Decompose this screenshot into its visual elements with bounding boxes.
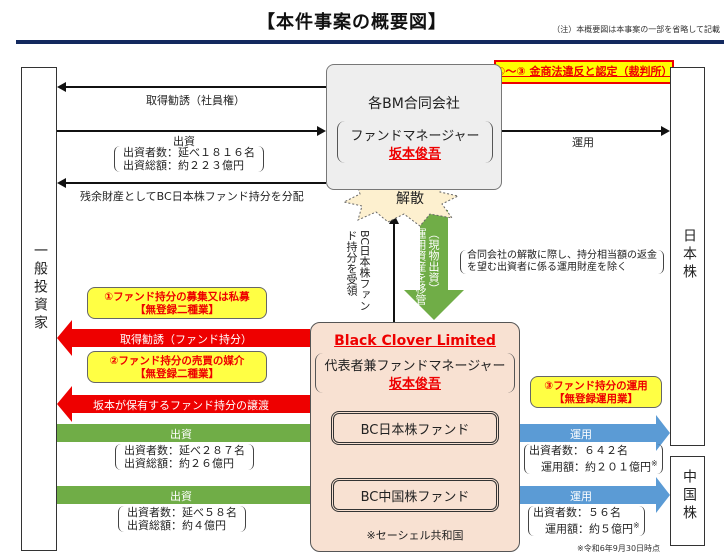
green-arrow-2-details: 出資者数：延べ５８名 出資総額：約４億円	[118, 506, 246, 532]
green-arrow-2-title: 出資	[170, 490, 192, 503]
blue-arrow-2-investors: 出資者数：５６名	[533, 506, 621, 519]
green-arrow-1-total: 出資総額：約２６億円	[124, 457, 234, 470]
bm-investment-title: 出資	[173, 135, 195, 148]
distribution-label: 残余財産としてBC日本株ファンド持分を分配	[80, 190, 304, 203]
investor-label: 一般投資家	[32, 243, 48, 333]
page-title: 【本件事案の概要図】	[0, 8, 724, 34]
green-arrow-1	[57, 415, 330, 451]
blue-arrow-1-amount: 運用額：約２０１億円	[541, 460, 651, 474]
investor-box: 一般投資家	[21, 67, 57, 551]
japan-stocks-box: 日本株	[670, 67, 705, 446]
transfer-note-line1: 合同会社の解散に際し、持分相当額の返金	[467, 250, 657, 261]
page-title-text: 【本件事案の概要図】	[257, 12, 447, 33]
blue-arrow-1-mark: ※	[651, 459, 658, 468]
callout-2-line1: ②ファンド持分の売買の媒介	[109, 355, 245, 367]
blue-arrow-2-details: 出資者数：５６名 運用額：約５億円※	[528, 506, 645, 536]
blue-arrow-1-details: 出資者数：６４２名 運用額：約２０１億円※	[524, 444, 663, 474]
blue-arrow-2-mark: ※	[633, 521, 640, 530]
callout-1-line1: ①ファンド持分の募集又は私募	[104, 291, 250, 303]
header-note: （注）本概要図は本事案の一部を省略して記載	[552, 25, 720, 34]
bc-fund-manager-name: 坂本俊吾	[388, 377, 441, 392]
distribution-arrow	[57, 178, 326, 188]
china-stocks-label: 中国株	[681, 469, 697, 523]
green-arrow-2-investors: 出資者数：延べ５８名	[127, 506, 237, 519]
red-arrow-2-label: 坂本が保有するファンド持分の譲渡	[93, 399, 269, 412]
receive-label: BC日本株ファンド持分を受領	[345, 230, 371, 312]
black-clover-box: Black Clover Limited 代表者兼ファンドマネージャー 坂本俊吾…	[310, 322, 520, 552]
callout-3: ③ファンド持分の運用 【無登録運用業】	[530, 376, 662, 408]
receive-arrow	[389, 214, 399, 322]
bm-company-box: 各BM合同会社 ファンドマネージャー 坂本俊吾	[326, 64, 502, 190]
footnote: ※令和6年9月30日時点	[577, 544, 661, 553]
bc-country: ※セーシェル共和国	[366, 529, 464, 542]
bc-china-fund: BC中国株ファンド	[331, 478, 499, 512]
dissolution-label: 解散	[396, 191, 424, 207]
red-arrow-1	[57, 320, 310, 356]
bm-investment-total: 出資総額：約２２３億円	[123, 159, 244, 172]
bm-operation-label: 運用	[572, 136, 594, 149]
blue-arrow-1-amount-row: 運用額：約２０１億円※	[529, 457, 658, 474]
red-arrow-2	[57, 386, 310, 422]
transfer-note: 合同会社の解散に際し、持分相当額の返金 を望む出資者に係る運用財産を除く	[460, 250, 664, 274]
blue-arrow-2	[500, 477, 670, 513]
court-finding-box: ①～③ 金商法違反と認定（裁判所）	[494, 60, 674, 84]
callout-3-line2: 【無登録運用業】	[554, 393, 638, 405]
green-arrow-1-title: 出資	[170, 428, 192, 441]
bc-fund-manager-role: 代表者兼ファンドマネージャー	[324, 359, 506, 374]
green-arrow-2-total: 出資総額：約４億円	[127, 519, 226, 532]
bm-company-name: 各BM合同会社	[368, 96, 460, 112]
header-rule	[16, 40, 724, 44]
blue-arrow-2-title: 運用	[570, 490, 592, 503]
red-arrow-1-label: 取得勧誘（ファンド持分）	[120, 333, 252, 346]
bm-operation-arrow	[500, 126, 670, 136]
callout-2: ②ファンド持分の売買の媒介 【無登録二種業】	[87, 351, 267, 383]
green-arrow-1-details: 出資者数：延べ２８７名 出資総額：約２６億円	[115, 444, 254, 470]
bm-fund-manager-name: 坂本俊吾	[388, 147, 441, 162]
bm-investment-details: 出資者数：延べ１８１６名 出資総額：約２２３億円	[114, 146, 264, 172]
green-arrow-1-investors: 出資者数：延べ２８７名	[124, 444, 245, 457]
blue-arrow-2-amount-row: 運用額：約５億円※	[533, 519, 640, 536]
japan-stocks-label: 日本株	[681, 228, 697, 282]
green-arrow-2	[57, 477, 330, 513]
transfer-label: 運用資産を移管	[414, 228, 427, 305]
callout-2-line2: 【無登録二種業】	[135, 368, 219, 380]
transfer-green-arrow	[404, 210, 464, 320]
blue-arrow-1	[500, 415, 670, 451]
blue-arrow-1-investors: 出資者数：６４２名	[529, 444, 628, 457]
solicitation-label: 取得勧誘（社員権）	[146, 94, 245, 107]
callout-1: ①ファンド持分の募集又は私募 【無登録二種業】	[87, 287, 267, 319]
investment-arrow	[57, 126, 326, 136]
transfer-sub-label: （現物出資）	[427, 228, 440, 294]
black-clover-name: Black Clover Limited	[334, 333, 496, 349]
bm-fund-manager-role: ファンドマネージャー	[350, 129, 480, 144]
bm-fund-manager-bracket: ファンドマネージャー 坂本俊吾	[337, 121, 493, 163]
bc-fund-manager-bracket: 代表者兼ファンドマネージャー 坂本俊吾	[315, 353, 515, 393]
bm-investment-investors: 出資者数：延べ１８１６名	[123, 146, 255, 159]
blue-arrow-2-amount: 運用額：約５億円	[545, 522, 633, 536]
bc-japan-fund: BC日本株ファンド	[331, 411, 499, 445]
callout-3-line1: ③ファンド持分の運用	[544, 380, 648, 392]
china-stocks-box: 中国株	[670, 456, 705, 546]
callout-1-line2: 【無登録二種業】	[135, 304, 219, 316]
blue-arrow-1-title: 運用	[570, 428, 592, 441]
solicitation-arrow	[57, 82, 326, 92]
transfer-note-line2: を望む出資者に係る運用財産を除く	[467, 262, 627, 273]
